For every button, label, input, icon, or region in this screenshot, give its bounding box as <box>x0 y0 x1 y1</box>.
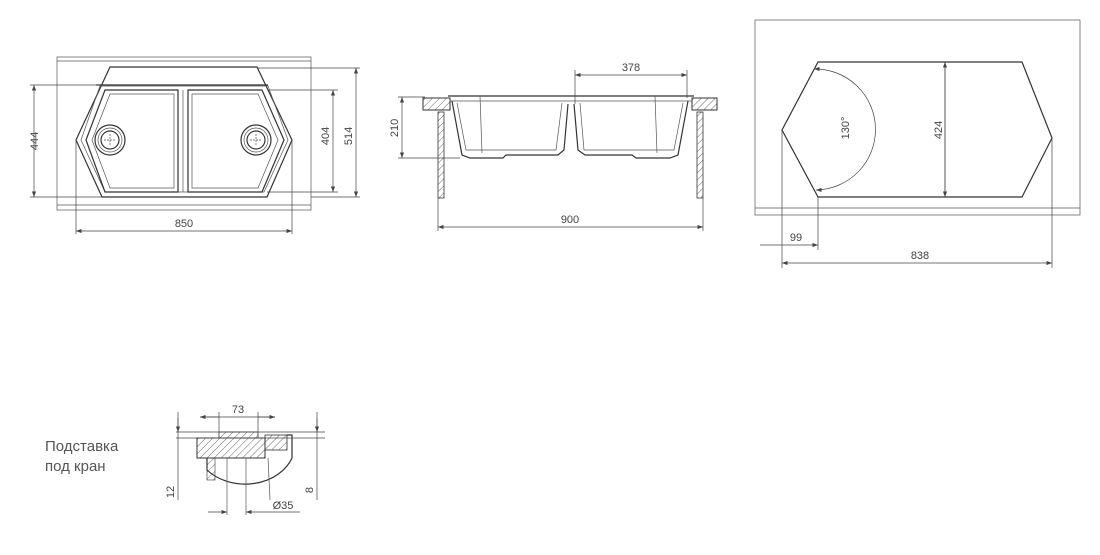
right-drain-icon <box>240 124 272 156</box>
dim-12: 12 <box>165 486 177 498</box>
tap-stand-label-line1: Подставка <box>45 438 119 455</box>
dim-8: 8 <box>304 487 316 493</box>
left-drain-icon <box>94 124 126 156</box>
right-bowl <box>187 89 285 193</box>
tap-stand-detail: 73 12 8 Ø35 <box>165 404 325 515</box>
top-view: 444 404 514 850 <box>29 56 360 234</box>
dim-diameter-35: Ø35 <box>273 500 294 512</box>
tap-stand-label: Подставка под кран <box>45 437 118 477</box>
dim-73: 73 <box>232 404 244 416</box>
cutout-view: 130° 424 99 838 <box>754 19 1081 268</box>
dim-210: 210 <box>389 119 401 137</box>
dim-424: 424 <box>933 121 945 139</box>
dim-444: 444 <box>29 132 41 150</box>
dim-850: 850 <box>175 218 193 230</box>
tap-stand-label-line2: под кран <box>45 458 106 475</box>
front-view: 210 378 900 <box>389 62 718 231</box>
dim-514: 514 <box>343 127 355 145</box>
dim-99: 99 <box>790 232 802 244</box>
dim-900: 900 <box>561 214 579 226</box>
left-bowl <box>85 89 179 193</box>
dim-130-angle: 130° <box>840 117 852 140</box>
dim-838: 838 <box>911 250 929 262</box>
dim-404: 404 <box>320 127 332 145</box>
dim-378: 378 <box>622 62 640 74</box>
